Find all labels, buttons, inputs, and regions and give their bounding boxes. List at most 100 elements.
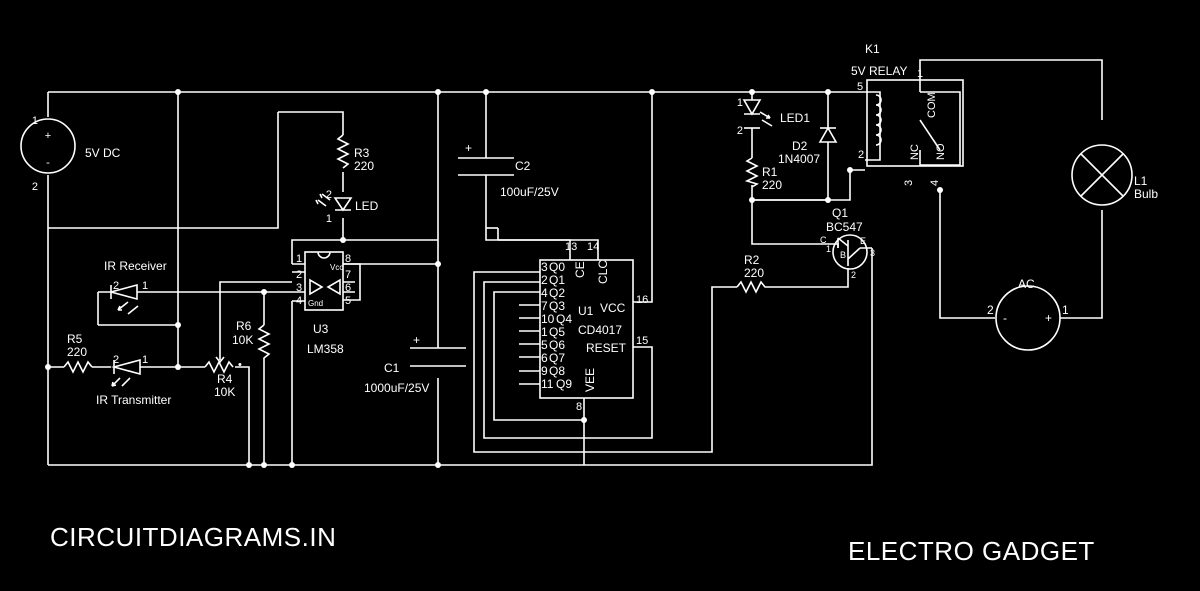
u1-reset-pin: 15 bbox=[636, 335, 648, 347]
u3-name: U3 bbox=[313, 322, 329, 336]
u3-pin-5: 5 bbox=[345, 295, 351, 307]
u1-q8-pin: 9 bbox=[541, 364, 548, 378]
r1-name: R1 bbox=[762, 165, 778, 179]
u3-gnd: Gnd bbox=[308, 299, 323, 308]
l1-name: L1 bbox=[1134, 174, 1148, 188]
l1-part: Bulb bbox=[1134, 187, 1158, 201]
k1-pin-3: 3 bbox=[903, 180, 915, 186]
wires bbox=[47, 59, 1103, 466]
c1-plus: + bbox=[413, 333, 420, 347]
u1-q2-label: Q2 bbox=[549, 286, 565, 300]
u3-pin-7: 7 bbox=[345, 269, 351, 281]
c2-plus: + bbox=[465, 141, 472, 155]
c1-value: 1000uF/25V bbox=[364, 381, 429, 395]
r2-name: R2 bbox=[744, 253, 760, 267]
q1-pin-1: 1 bbox=[826, 244, 831, 254]
junctions bbox=[45, 89, 943, 468]
ir-receiver: IR Receiver 2 1 bbox=[104, 259, 167, 315]
q1-part: BC547 bbox=[826, 220, 863, 234]
k1-part: 5V RELAY bbox=[851, 64, 907, 78]
u1-q3-label: Q3 bbox=[549, 299, 565, 313]
q1-pin-3: 3 bbox=[870, 248, 875, 258]
ac-source: AC - + 2 1 bbox=[987, 277, 1069, 351]
u1-q6-label: Q6 bbox=[549, 338, 565, 352]
u3-part: LM358 bbox=[307, 342, 344, 356]
u1-vcc-pin: 16 bbox=[636, 294, 648, 306]
u1-vee: VEE bbox=[583, 368, 597, 392]
dc-pin-top: 1 bbox=[32, 115, 38, 127]
u1-q6-pin: 5 bbox=[541, 338, 548, 352]
u1-q5-label: Q5 bbox=[549, 325, 565, 339]
u1-q1-pin: 2 bbox=[541, 273, 548, 287]
q1-pin-2: 2 bbox=[851, 270, 856, 280]
diode-d2: D2 1N4007 bbox=[778, 126, 838, 166]
c1-name: C1 bbox=[384, 361, 400, 375]
ac-minus: - bbox=[1003, 311, 1007, 325]
u1-q9-pin: 11 bbox=[541, 377, 554, 391]
ir-receiver-label: IR Receiver bbox=[104, 259, 167, 273]
r5-name: R5 bbox=[67, 332, 83, 346]
d2-name: D2 bbox=[792, 139, 808, 153]
u3-pin-3: 3 bbox=[296, 282, 302, 294]
dc-minus-sign: - bbox=[46, 157, 50, 169]
ac-pin-left: 2 bbox=[987, 303, 994, 317]
resistor-r6: R6 10K bbox=[232, 319, 271, 360]
resistor-r3: R3 220 bbox=[336, 134, 374, 173]
q1-e: E bbox=[860, 236, 866, 246]
k1-name: K1 bbox=[865, 42, 880, 56]
u1-q4-label: Q4 bbox=[556, 312, 572, 326]
ic-u3: Vcc Gnd 1 2 3 4 8 7 6 5 U3 LM358 bbox=[296, 251, 351, 356]
u1-q5-pin: 1 bbox=[541, 325, 548, 339]
u1-q7-pin: 6 bbox=[541, 351, 548, 365]
u1-q3-pin: 7 bbox=[541, 299, 548, 313]
ir-transmitter: IR Transmitter 2 1 bbox=[96, 354, 171, 407]
u1-vcc: VCC bbox=[600, 301, 626, 315]
k1-no: NO bbox=[935, 143, 947, 160]
ir-transmitter-pin-a: 2 bbox=[113, 354, 119, 366]
u3-pin-4: 4 bbox=[296, 295, 302, 307]
r4-wiper-mark: • bbox=[238, 359, 242, 371]
r6-name: R6 bbox=[236, 319, 252, 333]
r6-value: 10K bbox=[232, 333, 253, 347]
led1-pin-k: 2 bbox=[737, 125, 743, 137]
u1-reset: RESET bbox=[586, 341, 627, 355]
brand-right: ELECTRO GADGET bbox=[848, 536, 1095, 566]
u3-pin-8: 8 bbox=[345, 253, 351, 265]
ac-name: AC bbox=[1018, 277, 1035, 291]
dc-plus-sign: + bbox=[45, 130, 51, 142]
k1-pin-4: 4 bbox=[929, 180, 941, 186]
u1-clc: CLC bbox=[596, 260, 610, 284]
dc-pin-bottom: 2 bbox=[32, 181, 38, 193]
led1: 1 2 LED1 bbox=[737, 97, 810, 137]
capacitor-c2: + C2 100uF/25V bbox=[458, 141, 559, 199]
potentiometer-r4: R4 10K • bbox=[204, 356, 242, 399]
k1-pin-1: 1 bbox=[917, 68, 923, 80]
u1-q2-pin: 4 bbox=[541, 286, 548, 300]
u1-ce-pin: 13 bbox=[565, 241, 577, 253]
u3-pin-2: 2 bbox=[296, 269, 302, 281]
u3-vcc: Vcc bbox=[330, 263, 343, 272]
ac-pin-right: 1 bbox=[1062, 303, 1069, 317]
resistor-r1: R1 220 bbox=[744, 157, 782, 192]
u1-ce: CE bbox=[573, 261, 587, 278]
resistor-r2: R2 220 bbox=[736, 253, 770, 294]
r4-name: R4 bbox=[217, 372, 233, 386]
r5-value: 220 bbox=[67, 345, 87, 359]
u1-q4-pin: 10 bbox=[541, 312, 555, 326]
u1-q7-label: Q7 bbox=[549, 351, 565, 365]
transistor-q1: Q1 BC547 C B E 1 2 3 bbox=[820, 206, 875, 280]
r2-value: 220 bbox=[744, 266, 764, 280]
k1-pin-5: 5 bbox=[857, 81, 863, 93]
led1-pin-a: 1 bbox=[737, 97, 743, 109]
u3-pin-1: 1 bbox=[296, 253, 302, 265]
ir-receiver-pin-a: 2 bbox=[113, 280, 119, 292]
q1-name: Q1 bbox=[832, 206, 848, 220]
brand-left: CIRCUITDIAGRAMS.IN bbox=[50, 522, 336, 552]
r4-value: 10K bbox=[214, 385, 235, 399]
q1-c: C bbox=[820, 235, 827, 245]
u1-part: CD4017 bbox=[578, 323, 622, 337]
dc-supply: + - 1 2 5V DC bbox=[20, 115, 121, 193]
ac-plus: + bbox=[1045, 311, 1052, 325]
r1-value: 220 bbox=[762, 178, 782, 192]
